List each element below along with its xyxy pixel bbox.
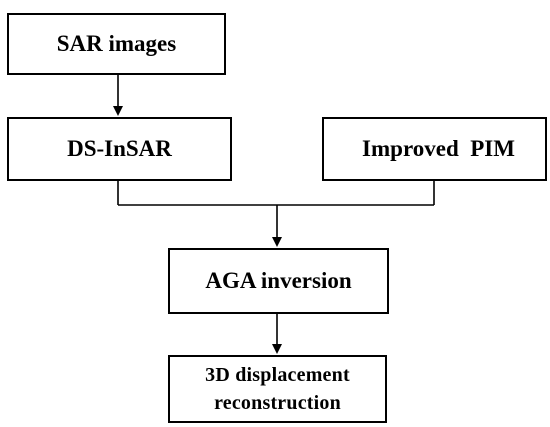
improved-pim-label: Improved PIM: [362, 136, 515, 161]
ds-insar-box: DS-InSAR: [7, 117, 232, 181]
sar-images-box: SAR images: [7, 13, 226, 75]
aga-inversion-box: AGA inversion: [168, 248, 389, 314]
displacement-reconstruction-box: 3D displacement reconstruction: [168, 355, 387, 423]
displacement-reconstruction-label: 3D displacement reconstruction: [205, 364, 350, 414]
aga-inversion-label: AGA inversion: [205, 268, 352, 293]
improved-pim-box: Improved PIM: [322, 117, 547, 181]
ds-insar-label: DS-InSAR: [67, 136, 172, 161]
sar-images-label: SAR images: [56, 31, 177, 56]
